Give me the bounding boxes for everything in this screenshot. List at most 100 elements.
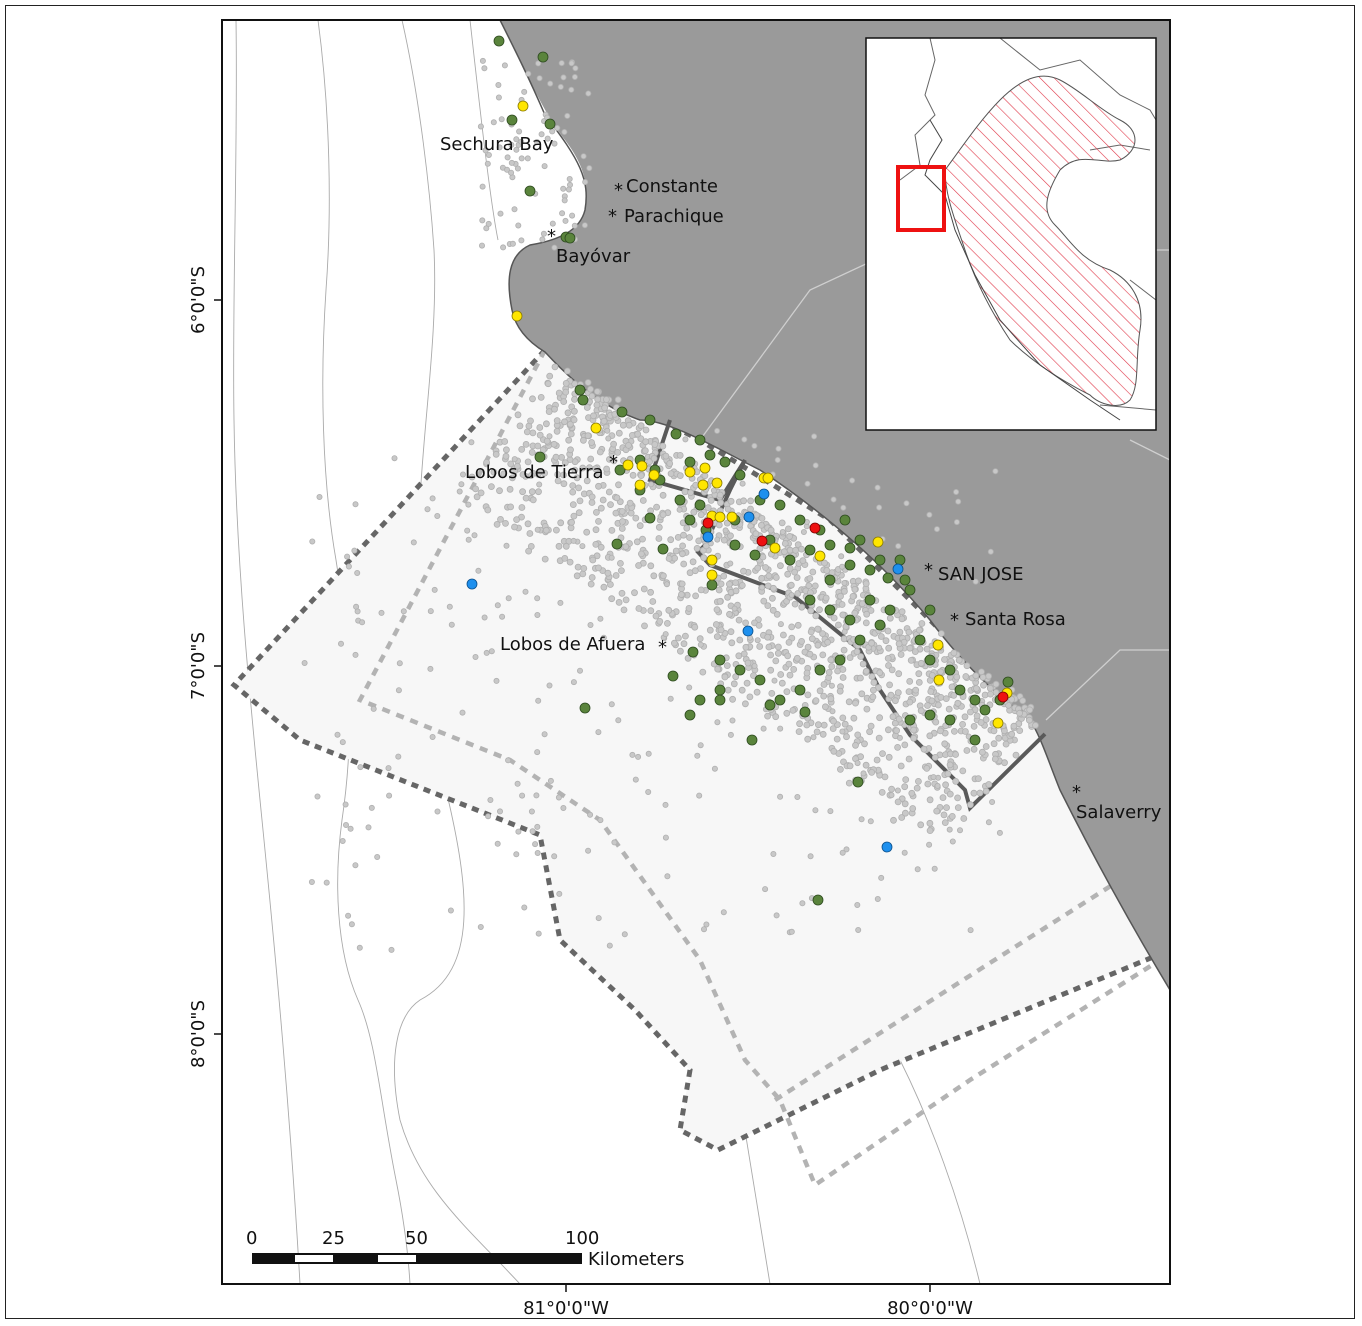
scale-tick-25: 25 — [322, 1228, 345, 1249]
survey-point-gray — [858, 600, 866, 608]
survey-point-gray — [1010, 722, 1018, 730]
survey-point-gray — [477, 123, 484, 130]
survey-point-gray — [739, 480, 746, 487]
survey-point-gray — [503, 166, 510, 173]
survey-point-gray — [928, 672, 936, 679]
survey-point-green — [874, 554, 886, 566]
survey-point-gray — [723, 662, 731, 669]
survey-point-gray — [771, 677, 778, 684]
survey-point-gray — [828, 682, 835, 689]
survey-point-gray — [509, 240, 516, 247]
survey-point-gray — [448, 621, 455, 628]
survey-point-gray — [955, 656, 963, 664]
survey-point-gray — [627, 509, 635, 517]
survey-point-gray — [601, 404, 608, 412]
survey-point-yellow — [636, 460, 648, 472]
survey-point-gray — [735, 616, 743, 624]
survey-point-gray — [494, 840, 501, 847]
survey-point-gray — [600, 583, 608, 591]
survey-point-gray — [744, 659, 752, 667]
survey-point-gray — [732, 587, 740, 595]
survey-point-gray — [827, 695, 835, 703]
survey-point-red — [809, 522, 821, 534]
survey-point-gray — [820, 692, 828, 700]
survey-point-gray — [659, 511, 667, 518]
survey-point-gray — [917, 659, 925, 667]
survey-point-gray — [588, 493, 596, 501]
survey-point-gray — [742, 643, 750, 651]
survey-point-gray — [696, 792, 703, 799]
survey-point-gray — [960, 815, 968, 822]
survey-point-green — [882, 572, 894, 584]
survey-point-gray — [972, 578, 979, 585]
survey-point-yellow — [992, 717, 1004, 729]
survey-point-gray — [515, 222, 522, 229]
survey-point-gray — [916, 626, 923, 634]
survey-point-gray — [567, 524, 575, 532]
survey-point-gray — [839, 611, 847, 619]
survey-point-gray — [546, 682, 553, 689]
survey-point-gray — [521, 88, 528, 95]
survey-point-gray — [592, 541, 600, 548]
survey-point-gray — [507, 460, 515, 468]
survey-point-gray — [585, 90, 592, 97]
survey-point-gray — [596, 448, 604, 456]
survey-point-gray — [915, 670, 923, 678]
survey-point-gray — [583, 528, 591, 536]
survey-point-gray — [876, 504, 883, 511]
map-frame — [221, 19, 1171, 1285]
survey-point-gray — [605, 435, 612, 442]
survey-point-gray — [595, 518, 602, 525]
survey-point-gray — [795, 728, 803, 735]
survey-point-gray — [576, 497, 584, 505]
survey-point-gray — [612, 572, 620, 579]
survey-point-gray — [829, 725, 837, 732]
lon-label-81w: 81°0'0"W — [523, 1298, 609, 1319]
survey-point-gray — [502, 452, 510, 460]
survey-point-gray — [948, 683, 956, 691]
survey-point-gray — [516, 128, 523, 135]
survey-point-gray — [747, 497, 754, 505]
survey-point-yellow — [714, 511, 726, 523]
survey-point-gray — [819, 651, 827, 659]
survey-point-gray — [554, 125, 561, 132]
survey-point-green — [657, 543, 669, 555]
survey-point-gray — [715, 586, 723, 594]
survey-point-gray — [1016, 727, 1024, 734]
survey-point-gray — [606, 942, 613, 949]
survey-point-gray — [846, 762, 854, 770]
survey-point-green — [854, 534, 866, 546]
survey-point-gray — [584, 432, 592, 440]
survey-point-gray — [804, 691, 812, 699]
survey-point-gray — [618, 589, 626, 597]
survey-point-green — [687, 646, 699, 658]
survey-point-green — [611, 538, 623, 550]
survey-point-gray — [549, 220, 556, 227]
survey-point-gray — [729, 695, 736, 703]
survey-point-gray — [897, 651, 905, 658]
survey-point-gray — [634, 430, 642, 438]
survey-point-gray — [860, 770, 867, 777]
survey-point-gray — [666, 460, 674, 467]
survey-point-gray — [655, 523, 663, 531]
survey-point-gray — [587, 580, 595, 588]
survey-point-gray — [571, 222, 578, 229]
survey-point-gray — [562, 388, 570, 396]
survey-point-green — [579, 702, 591, 714]
survey-point-gray — [942, 695, 950, 702]
survey-point-gray — [816, 606, 823, 614]
survey-point-gray — [905, 755, 913, 763]
survey-point-gray — [649, 598, 657, 605]
survey-point-green — [924, 604, 936, 616]
survey-point-gray — [952, 778, 960, 785]
lat-label-8s: 8°0'0"S — [188, 1000, 209, 1068]
survey-point-gray — [619, 421, 627, 429]
survey-point-gray — [546, 372, 554, 380]
survey-point-gray — [781, 548, 788, 556]
survey-point-gray — [927, 688, 935, 695]
survey-point-green — [704, 449, 716, 461]
survey-point-gray — [890, 816, 897, 824]
survey-point-gray — [573, 474, 581, 482]
survey-point-gray — [772, 657, 780, 665]
